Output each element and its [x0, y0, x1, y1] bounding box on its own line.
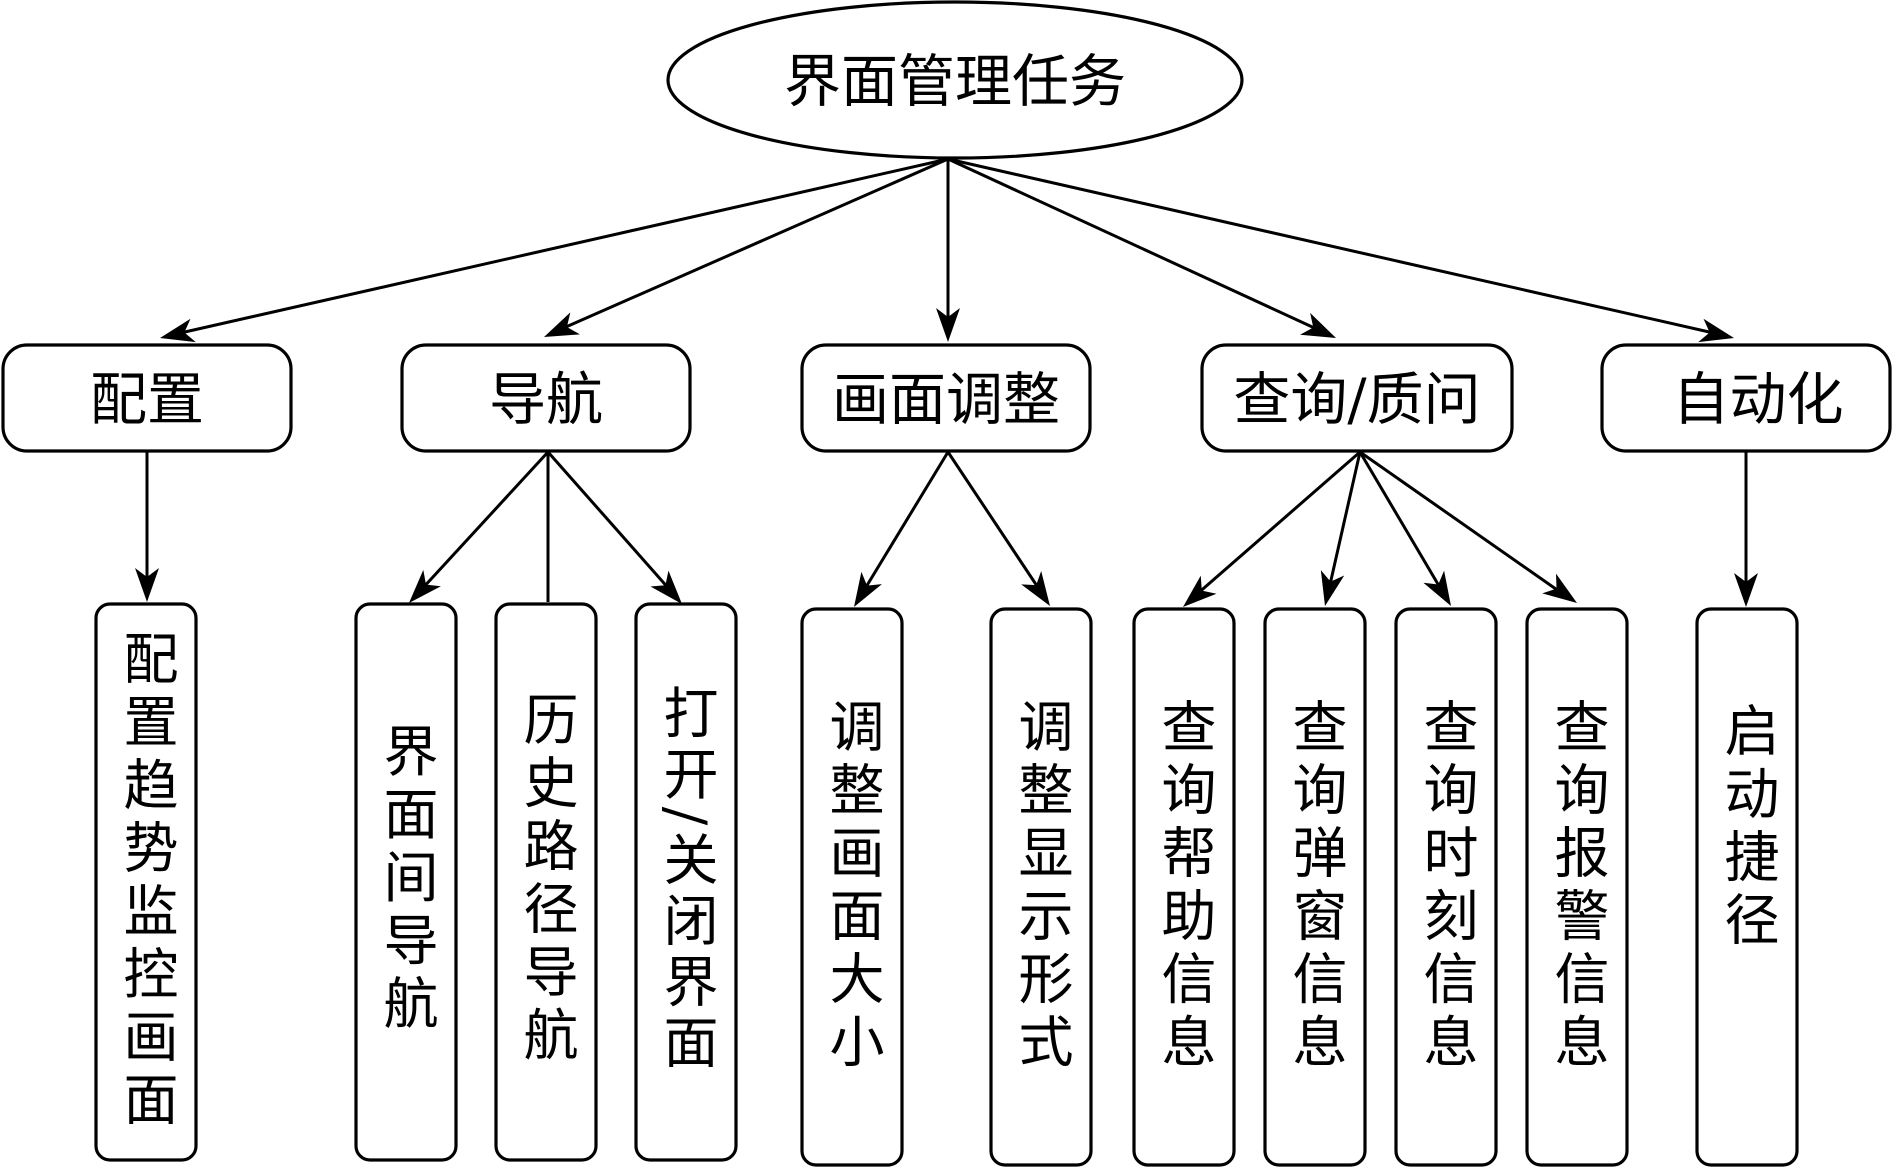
leaf-nav-history: 历史路径导航: [494, 602, 598, 1162]
edge-query-time: [1358, 451, 1444, 592]
arrowhead: [1300, 312, 1336, 338]
arrowhead: [1320, 570, 1345, 606]
leaf-adjust-size: 调整画面大小: [800, 607, 904, 1167]
arrowhead: [1734, 573, 1758, 607]
root-label: 界面管理任务: [784, 49, 1126, 115]
arrowhead: [1698, 318, 1734, 343]
edge-adjust-display: [946, 451, 1043, 593]
group-label-automation: 自动化: [1673, 367, 1844, 433]
edge-query-alarm: [1359, 450, 1564, 596]
edge-root-query: [947, 157, 1322, 333]
leaf-label: 调整显示形式: [1009, 698, 1073, 1076]
leaf-label: 查询弹窗信息: [1283, 698, 1347, 1076]
leaf-auto-shortcut: 启动捷径: [1695, 607, 1799, 1167]
arrowhead: [160, 318, 196, 343]
arrowhead: [854, 571, 882, 607]
leaf-query-time: 查询时刻信息: [1394, 607, 1498, 1167]
leaf-config-trend: 配置趋势监控画面: [94, 602, 198, 1162]
group-node-adjust: 画面调整: [800, 343, 1092, 453]
edge-adjust-size: [861, 451, 950, 593]
edge-nav-openclose: [546, 451, 672, 591]
edge-root-automation: [947, 157, 1719, 336]
arrowhead: [936, 308, 960, 342]
group-node-automation: 自动化: [1600, 343, 1892, 453]
group-label-query: 查询/质问: [1233, 367, 1480, 433]
leaf-label: 界面间导航: [374, 723, 438, 1038]
leaf-label: 查询时刻信息: [1414, 698, 1478, 1076]
arrowhead: [1542, 573, 1577, 603]
group-node-query: 查询/质问: [1200, 343, 1514, 453]
child-edges: [135, 450, 1758, 607]
leaf-label: 查询报警信息: [1545, 698, 1609, 1076]
leaf-label: 启动捷径: [1715, 702, 1779, 954]
group-label-config: 配置: [90, 367, 204, 433]
leaf-adjust-display: 调整显示形式: [989, 607, 1093, 1167]
leaf-label: 查询帮助信息: [1152, 698, 1216, 1076]
group-node-navigation: 导航: [400, 343, 692, 453]
leaf-query-popup: 查询弹窗信息: [1263, 607, 1367, 1167]
edge-root-navigation: [558, 157, 949, 332]
edge-query-help: [1195, 450, 1361, 597]
group-node-config: 配置: [1, 343, 293, 453]
leaf-label: 配置趋势监控画面: [114, 630, 178, 1134]
group-label-navigation: 导航: [489, 367, 603, 433]
edge-root-config: [175, 157, 949, 336]
root-edges: [160, 157, 1734, 343]
leaf-nav-between: 界面间导航: [354, 602, 458, 1162]
arrowhead: [650, 570, 682, 604]
edge-query-popup: [1327, 451, 1362, 590]
arrowhead: [1021, 571, 1050, 606]
leaf-label: 打开/关闭界面: [654, 685, 718, 1076]
arrowhead: [409, 569, 441, 603]
arrowhead: [1183, 575, 1217, 607]
arrowhead: [135, 568, 159, 602]
arrowhead: [1423, 570, 1451, 606]
leaf-query-alarm: 查询报警信息: [1525, 607, 1629, 1167]
leaf-label: 调整画面大小: [820, 698, 884, 1076]
arrowhead: [544, 312, 580, 337]
leaf-query-help: 查询帮助信息: [1132, 607, 1236, 1167]
leaf-nav-openclose: 打开/关闭界面: [634, 602, 738, 1162]
edge-nav-between: [419, 450, 550, 592]
leaf-label: 历史路径导航: [514, 691, 578, 1069]
root-node: 界面管理任务: [666, 0, 1244, 160]
group-label-adjust: 画面调整: [832, 367, 1060, 433]
